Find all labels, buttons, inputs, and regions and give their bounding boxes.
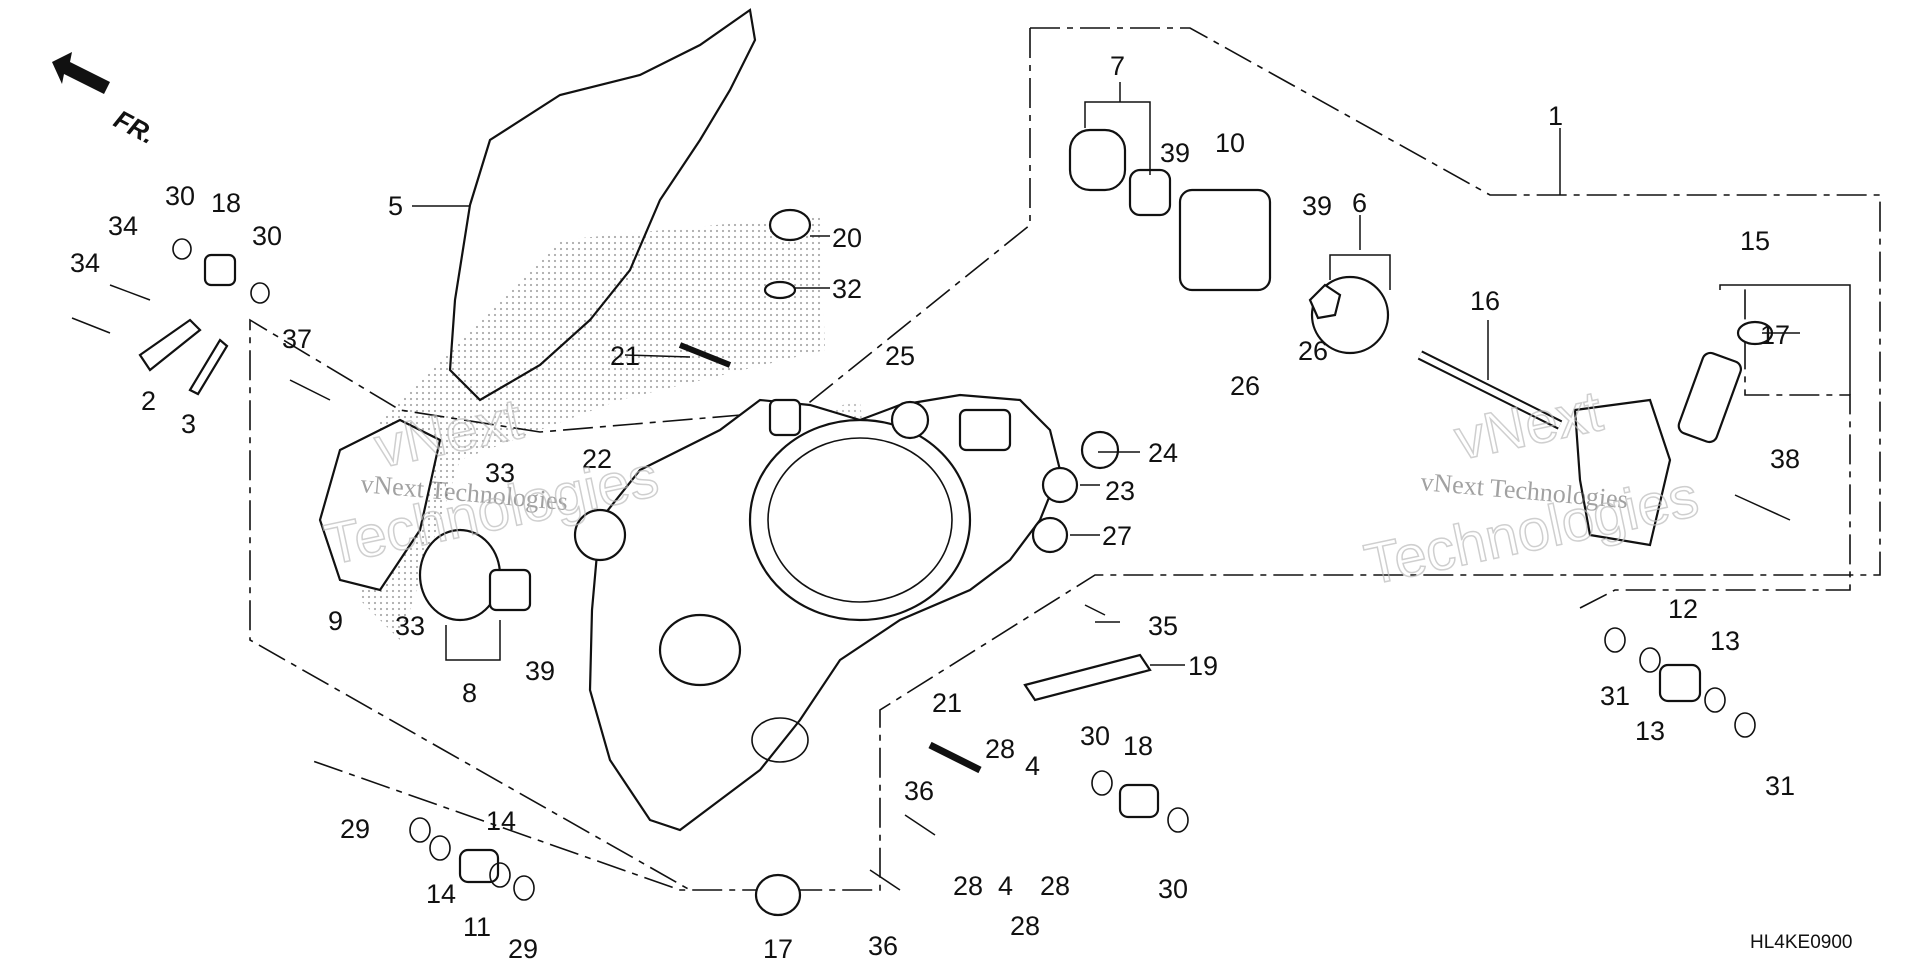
callout-18b: 18 [1123,731,1153,761]
callout-8: 8 [462,678,477,708]
callout-39: 39 [1160,138,1190,168]
callout-19: 19 [1188,651,1218,681]
callout-3: 3 [181,409,196,439]
callout-22: 22 [582,444,612,474]
front-direction-label: FR. [109,104,160,150]
callout-14: 14 [486,806,516,836]
callout-25: 25 [885,341,915,371]
bearings [890,400,1120,554]
callout-39b: 39 [1302,191,1332,221]
callout-28: 28 [985,734,1015,764]
front-direction-arrow [52,52,110,94]
callout-20: 20 [832,223,862,253]
callout-34: 34 [108,211,138,241]
callout-30b: 30 [252,221,282,251]
callout-1: 1 [1548,101,1563,131]
callout-36: 36 [904,776,934,806]
callout-32: 32 [832,274,862,304]
callout-23: 23 [1105,476,1135,506]
callout-16: 16 [1470,286,1500,316]
callout-13: 13 [1635,716,1665,746]
callout-30: 30 [165,181,195,211]
oil-pump-rotor-set [1068,128,1390,355]
callout-26b: 26 [1298,336,1328,366]
callout-39c: 39 [525,656,555,686]
callout-27: 27 [1102,521,1132,551]
left-pump-body [318,418,627,622]
callout-13b: 13 [1710,626,1740,656]
callout-14b: 14 [426,879,456,909]
strainer-assembly [1573,320,1774,547]
callout-29b: 29 [508,934,538,960]
callout-30c: 30 [1080,721,1110,751]
callout-2: 2 [141,386,156,416]
callout-15: 15 [1740,226,1770,256]
callout-6: 6 [1352,188,1367,218]
crankcase-gasket [448,8,757,402]
callout-21: 21 [610,341,640,371]
small-hardware [71,208,1791,917]
callout-11: 11 [463,912,491,942]
callout-38: 38 [1770,444,1800,474]
callout-31: 31 [1600,681,1630,711]
callout-7: 7 [1110,51,1125,81]
callout-18: 18 [211,188,241,218]
callout-17: 17 [1760,320,1790,350]
callout-31b: 31 [1765,771,1795,801]
callout-28b: 28 [953,871,983,901]
crankcase-cover [588,393,1062,832]
oil-pump-shaft [1417,350,1563,430]
callout-30d: 30 [1158,874,1188,904]
callout-24: 24 [1148,438,1178,468]
diagram-code: HL4KE0900 [1750,932,1852,953]
callout-12: 12 [1668,594,1698,624]
callout-28c: 28 [1040,871,1070,901]
callout-9: 9 [328,606,343,636]
callout-4: 4 [1025,751,1040,781]
callout-37: 37 [282,324,312,354]
callout-36b: 36 [868,931,898,960]
callout-17b: 17 [763,934,793,960]
callout-10: 10 [1215,128,1245,158]
callout-35: 35 [1148,611,1178,641]
leader-lines [412,82,1851,666]
callout-5: 5 [388,191,403,221]
callout-29: 29 [340,814,370,844]
callout-26: 26 [1230,371,1260,401]
callout-33b: 33 [395,611,425,641]
callout-34b: 34 [70,248,100,278]
callout-4b: 4 [998,871,1013,901]
callout-33: 33 [485,458,515,488]
callout-labels: 1 2 3 4 4 5 6 7 8 9 10 11 12 13 13 14 14… [70,51,1800,960]
callout-21b: 21 [932,688,962,718]
callout-28d: 28 [1010,911,1040,941]
